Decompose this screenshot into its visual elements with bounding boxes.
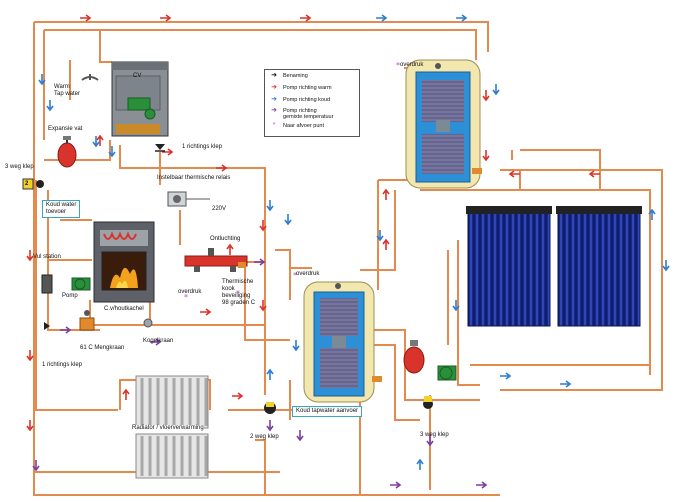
shower-head-icon [81,74,99,81]
koud-water-toevoer-label: Koud water toevoer [42,200,81,218]
check-valve-icon [155,144,165,152]
pomp-label: Pomp [62,293,78,299]
overdruk-lower-label: overdruk [296,271,320,277]
overdruk-top-label: overdruk [400,62,424,68]
mengkraan[interactable] [79,310,95,331]
check-valve-top-label: 1 richtings klep [182,144,223,150]
expansie-vat-right [403,340,425,374]
arrow-right-icon: ➜ [271,96,277,103]
overdruk-mid-label: overdruk [178,289,202,295]
thermal-relay-label: Instelbaar thermische relais [157,175,231,181]
arrow-right-icon: ➜ [271,72,277,79]
lower-storage-tank [303,281,382,403]
three-way-valve-right[interactable] [423,396,433,409]
koud-tapwater-label: Koud tapwater aanvoer [292,406,363,417]
thermal-relay[interactable] [167,191,210,207]
ontluchting-label: Ontluchting [210,236,241,242]
legend-item-koud: ➜ Pomp richting koud [268,96,330,103]
legend-item-benaming: ➜ Benaming [268,72,308,79]
kogelkraan-label: Kogelkraan [143,338,174,344]
radiator [135,375,209,479]
cv-label: CV [133,73,142,79]
manifold [184,248,248,272]
svg-text:*: * [236,289,240,298]
kogelkraan[interactable] [143,318,153,328]
legend: ➜ Benaming ➜ Pomp richting warm ➜ Pomp r… [264,69,360,137]
vul-station[interactable] [41,274,53,294]
solar-collectors [466,206,642,327]
svg-text:*: * [184,293,188,302]
thermische-beveiliging-label: Thermische kook beveiliging 98 graden C [222,279,256,306]
cv-boiler [111,61,169,137]
voltage-label: 220V [212,206,227,212]
valve-badge: 2 [25,181,29,187]
expansie-vat [57,136,77,168]
svg-text:*: * [293,271,297,280]
radiator-label: Radiator / vloerverwarming [132,425,204,432]
drain-point-stars: * * * * [184,61,400,302]
pump-left[interactable] [71,277,91,291]
mengkraan-label: 61 C Mengkraan [80,345,125,351]
three-way-valve-right-label: 3 weg klep [420,432,449,438]
vul-station-label: Vul station [33,254,61,260]
three-way-valve-left-label: 3 weg klep [5,164,34,170]
cv-houtkachel-label: C.v/houtkachel [104,306,144,312]
upper-storage-tank [405,59,482,189]
three-way-valve-left[interactable] [22,178,44,190]
check-valve-bottom-icon [44,322,50,330]
legend-item-afvoer: * Naar afvoer punt [268,122,324,129]
two-way-valve[interactable] [264,402,276,414]
legend-item-gemixt: ➜ Pomp richting gemixte temperatuur [268,107,333,120]
flow-arrows [26,14,670,489]
pump-right[interactable] [437,365,457,381]
check-valve-bottom-label: 1 richtings klep [42,362,83,368]
cv-wood-stove [93,221,155,303]
expansie-vat-label: Expansie vat [48,126,83,132]
arrow-right-icon: ➜ [271,84,277,91]
legend-item-warm: ➜ Pomp richting warm [268,84,332,91]
arrow-right-icon: ➜ [271,107,277,114]
two-way-valve-label: 2 weg klep [250,434,279,440]
star-icon: * [272,122,276,129]
warm-tap-water-label: Warm Tap water [54,84,81,97]
svg-text:*: * [396,61,400,70]
